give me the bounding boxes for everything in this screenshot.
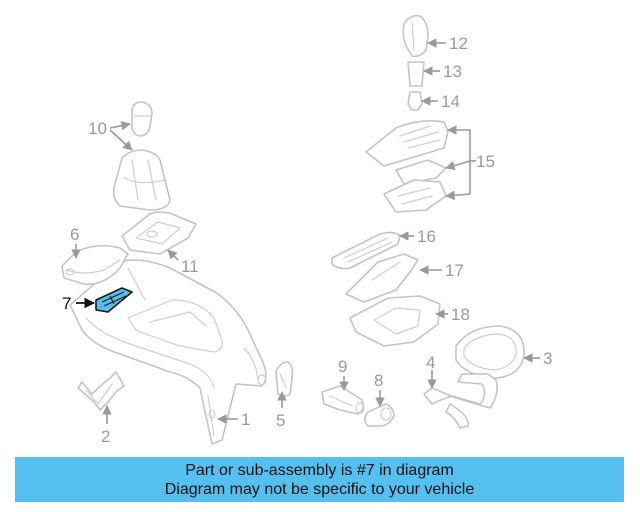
callout-14: 14 [441, 92, 460, 111]
part-16-strip [331, 231, 401, 270]
callout-7: 7 [62, 294, 71, 313]
part-14-clip [407, 91, 423, 111]
part-8-lighter [364, 403, 395, 427]
part-1-console [69, 259, 267, 445]
leader-10b [109, 129, 133, 151]
part-18-bezel [349, 295, 441, 347]
banner-line-part: Part or sub-assembly is #7 in diagram [185, 461, 454, 479]
part-4-handle [423, 373, 498, 429]
part-17-cover [345, 253, 419, 303]
leader-10 [109, 120, 131, 131]
callout-18: 18 [451, 305, 470, 324]
part-5-clip [275, 361, 294, 397]
part-3-ring [455, 325, 525, 379]
leader-15 [447, 125, 471, 161]
callout-4: 4 [426, 353, 435, 372]
part-12-knob [402, 14, 429, 58]
part-11-plate [121, 211, 197, 255]
part-10-shift-boot [112, 101, 171, 211]
part-2-bracket [77, 371, 125, 411]
callout-2: 2 [101, 427, 110, 446]
part-15-indicator [365, 120, 449, 213]
callout-3: 3 [543, 349, 552, 368]
callout-9: 9 [338, 357, 347, 376]
leader-15c [445, 161, 471, 201]
part-13-sleeve [407, 61, 425, 87]
callout-group: 1 2 3 4 5 6 7 8 9 10 11 12 13 14 15 [62, 34, 552, 446]
leader-15b [445, 160, 471, 171]
part-7-highlighted [95, 287, 133, 313]
leader-11 [167, 249, 179, 261]
parts-diagram: 1 2 3 4 5 6 7 8 9 10 11 12 13 14 15 [61, 14, 552, 446]
callout-8: 8 [374, 371, 383, 390]
callout-10: 10 [88, 119, 107, 138]
callout-1: 1 [241, 410, 250, 429]
callout-6: 6 [70, 225, 79, 244]
callout-12: 12 [449, 34, 468, 53]
callout-13: 13 [443, 62, 462, 81]
part-9-socket [321, 385, 365, 415]
callout-17: 17 [445, 261, 464, 280]
callout-11: 11 [181, 257, 199, 276]
banner-line-disclaimer: Diagram may not be specific to your vehi… [164, 480, 475, 498]
callout-5: 5 [276, 411, 285, 430]
info-banner: Part or sub-assembly is #7 in diagram Di… [15, 457, 624, 502]
callout-16: 16 [417, 227, 436, 246]
callout-15: 15 [476, 152, 495, 171]
